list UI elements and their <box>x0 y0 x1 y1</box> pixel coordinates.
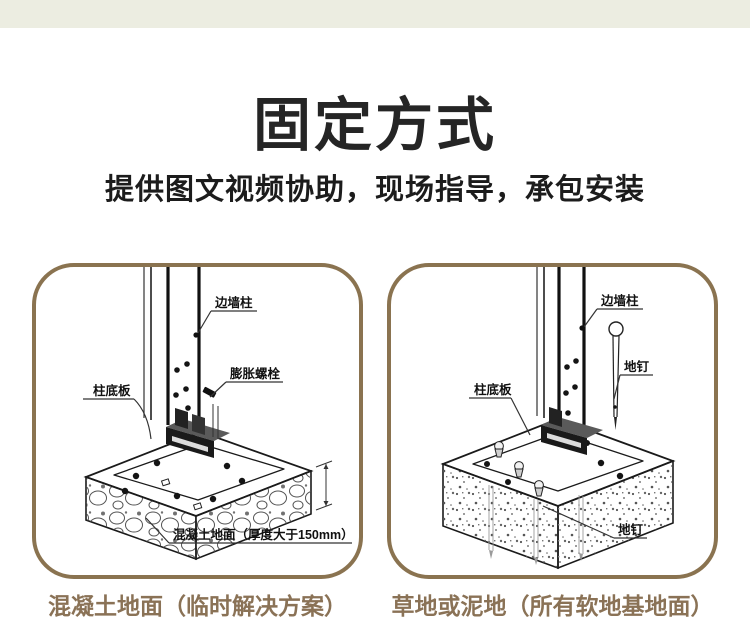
label-concrete-ground: 混凝土地面（厚度大于150mm） <box>145 517 354 544</box>
page-subtitle: 提供图文视频协助，现场指导，承包安装 <box>104 174 645 207</box>
panel-captions: 混凝土地面（临时解决方案） 草地或泥地（所有软地基地面） <box>0 592 750 621</box>
label-ground-nail-lower: 地钉 <box>542 505 647 539</box>
ground-nail-upper-label: 地钉 <box>624 359 650 374</box>
concrete-block <box>83 430 314 560</box>
base-bracket <box>166 407 230 458</box>
caption-soft-ground: 草地或泥地（所有软地基地面） <box>391 592 714 619</box>
base-plate-label: 柱底板 <box>474 382 512 397</box>
wall-post-label: 边墙柱 <box>214 295 253 310</box>
label-expansion-bolt: 膨胀螺栓 <box>209 366 283 398</box>
ground-nail-lower-label: 地钉 <box>618 522 644 537</box>
thickness-dimension <box>315 460 333 511</box>
label-ground-nail-upper: 地钉 <box>613 359 653 399</box>
diagram-panels: 边墙柱 膨胀螺栓 柱底板 混凝土地面（厚度大于150mm） <box>0 262 750 579</box>
panel-soft-ground: 边墙柱 地钉 柱底板 地钉 <box>387 262 718 579</box>
plate-pins <box>484 439 624 497</box>
buried-nails <box>488 484 584 565</box>
soil-cube <box>440 417 676 569</box>
slab-bolts <box>121 459 246 511</box>
label-base-plate: 柱底板 <box>469 382 531 435</box>
base-plate-label: 柱底板 <box>93 383 131 398</box>
soft-ground-diagram: 边墙柱 地钉 柱底板 地钉 <box>440 266 676 569</box>
concrete-ground-label: 混凝土地面（厚度大于150mm） <box>173 527 354 542</box>
top-strip <box>0 0 750 28</box>
caption-concrete-ground: 混凝土地面（临时解决方案） <box>48 592 347 619</box>
wall-post-label: 边墙柱 <box>600 293 639 308</box>
wall-post <box>536 266 586 428</box>
base-bracket <box>541 406 603 455</box>
standing-ground-nail <box>608 320 624 430</box>
label-wall-post: 边墙柱 <box>193 295 257 338</box>
page-title: 固定方式 <box>252 93 497 158</box>
wall-post <box>143 266 201 430</box>
expansion-bolt-label: 膨胀螺栓 <box>229 366 281 381</box>
concrete-ground-diagram: 边墙柱 膨胀螺栓 柱底板 混凝土地面（厚度大于150mm） <box>83 266 354 560</box>
panel-concrete-ground: 边墙柱 膨胀螺栓 柱底板 混凝土地面（厚度大于150mm） <box>32 262 363 579</box>
label-base-plate: 柱底板 <box>83 383 152 439</box>
label-wall-post: 边墙柱 <box>579 293 643 331</box>
